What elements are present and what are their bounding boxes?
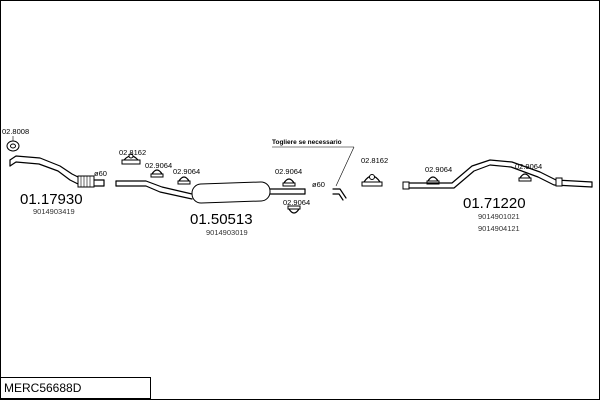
middle-silencer-number: 9014903019 <box>206 228 248 237</box>
diameter-label-2: ø60 <box>312 180 325 189</box>
note-text: Togliere se necessario <box>272 139 342 146</box>
reference-box <box>0 377 151 399</box>
reference-code: MERC56688D <box>4 381 82 395</box>
clamp-part-6[interactable] <box>518 173 532 182</box>
front-pipe-code: 01.17930 <box>20 191 83 208</box>
clamp-code-1: 02.9064 <box>145 161 172 170</box>
clamp-part-4[interactable] <box>287 205 301 214</box>
mount-code-2: 02.8162 <box>361 156 388 165</box>
mount-part-1[interactable] <box>121 153 141 165</box>
rear-pipe-code: 01.71220 <box>463 195 526 212</box>
note-leader <box>335 146 355 187</box>
clamp-part-2[interactable] <box>177 176 191 185</box>
clamp-code-4: 02.9064 <box>283 198 310 207</box>
middle-silencer-part[interactable] <box>115 180 306 204</box>
front-pipe-number: 9014903419 <box>33 207 75 216</box>
diameter-label-1: ø60 <box>94 169 107 178</box>
gasket-part[interactable] <box>6 136 20 152</box>
front-pipe-part[interactable] <box>9 155 105 188</box>
clamp-part-1[interactable] <box>150 169 164 178</box>
clamp-code-5: 02.9064 <box>425 165 452 174</box>
rear-pipe-number-2: 9014904121 <box>478 224 520 233</box>
gasket-code: 02.8008 <box>2 127 29 136</box>
mount-part-2[interactable] <box>361 174 383 187</box>
clamp-code-3: 02.9064 <box>275 167 302 176</box>
clamp-code-6: 02.9064 <box>515 162 542 171</box>
connector-pipe-part[interactable] <box>332 188 347 201</box>
middle-silencer-code: 01.50513 <box>190 211 253 228</box>
mount-code-1: 02.8162 <box>119 148 146 157</box>
clamp-part-3[interactable] <box>282 178 296 187</box>
rear-pipe-part[interactable] <box>402 159 593 190</box>
clamp-code-2: 02.9064 <box>173 167 200 176</box>
rear-pipe-number-1: 9014901021 <box>478 212 520 221</box>
